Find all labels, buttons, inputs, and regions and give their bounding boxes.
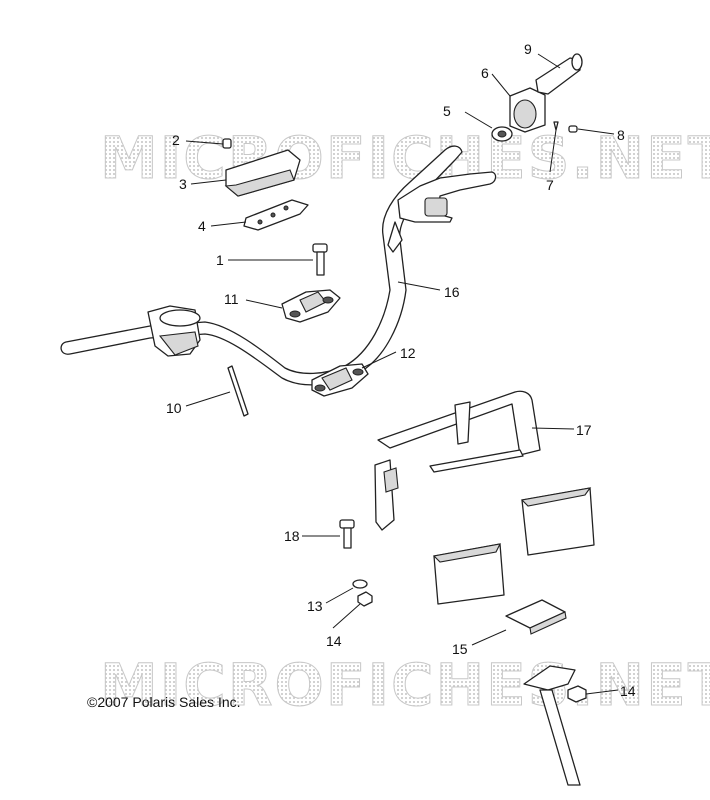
- brake-lever-assembly: [387, 171, 497, 253]
- callout-3: 3: [179, 176, 187, 192]
- copyright-notice: ©2007 Polaris Sales Inc.: [87, 694, 241, 710]
- callout-7: 7: [546, 177, 554, 193]
- washer-13: [352, 579, 368, 589]
- callout-15: 15: [452, 641, 468, 657]
- bolt-18: [339, 519, 355, 549]
- stem-post: [523, 665, 581, 786]
- callout-11: 11: [224, 291, 239, 307]
- watermark-bottom: MICROFICHES.NET: [100, 651, 710, 719]
- callout-8: 8: [617, 127, 625, 143]
- callout-1: 1: [216, 252, 224, 268]
- callout-9: 9: [524, 41, 532, 57]
- callout-4: 4: [198, 218, 206, 234]
- bolt-1: [312, 243, 328, 276]
- callout-14-lower: 14: [620, 683, 636, 699]
- nut-8: [568, 125, 578, 133]
- callout-16: 16: [444, 284, 460, 300]
- watermark-top: MICROFICHES.NET: [100, 124, 710, 192]
- pin-7: [553, 121, 559, 131]
- mount-plate-15: [505, 599, 567, 635]
- light-left: [432, 543, 505, 605]
- light-right: [520, 487, 595, 556]
- clamp-12: [311, 363, 369, 397]
- cover-3: [224, 149, 301, 197]
- grip-9: [535, 53, 583, 95]
- throttle-housing-6: [509, 87, 546, 133]
- light-bracket-17: [374, 390, 541, 531]
- callout-17: 17: [576, 422, 592, 438]
- callout-5: 5: [443, 103, 451, 119]
- cable-tie-10: [227, 365, 249, 417]
- nut-14-lower: [567, 685, 587, 703]
- callout-18: 18: [284, 528, 300, 544]
- callout-6: 6: [481, 65, 489, 81]
- washer-5: [491, 126, 513, 142]
- callout-14-upper: 14: [326, 633, 342, 649]
- clamp-11: [281, 289, 341, 323]
- handlebar: [60, 145, 463, 386]
- leader-lines: [185, 53, 619, 695]
- plate-4: [243, 199, 309, 231]
- callout-2: 2: [172, 132, 180, 148]
- callout-12: 12: [400, 345, 416, 361]
- nut-14-upper: [357, 591, 373, 607]
- callout-labels: 1 2 3 4 5 6 7 8 9 10 11 12 13 14 14 15 1…: [166, 41, 636, 699]
- callout-10: 10: [166, 400, 182, 416]
- callout-13: 13: [307, 598, 323, 614]
- screw-2: [222, 138, 232, 149]
